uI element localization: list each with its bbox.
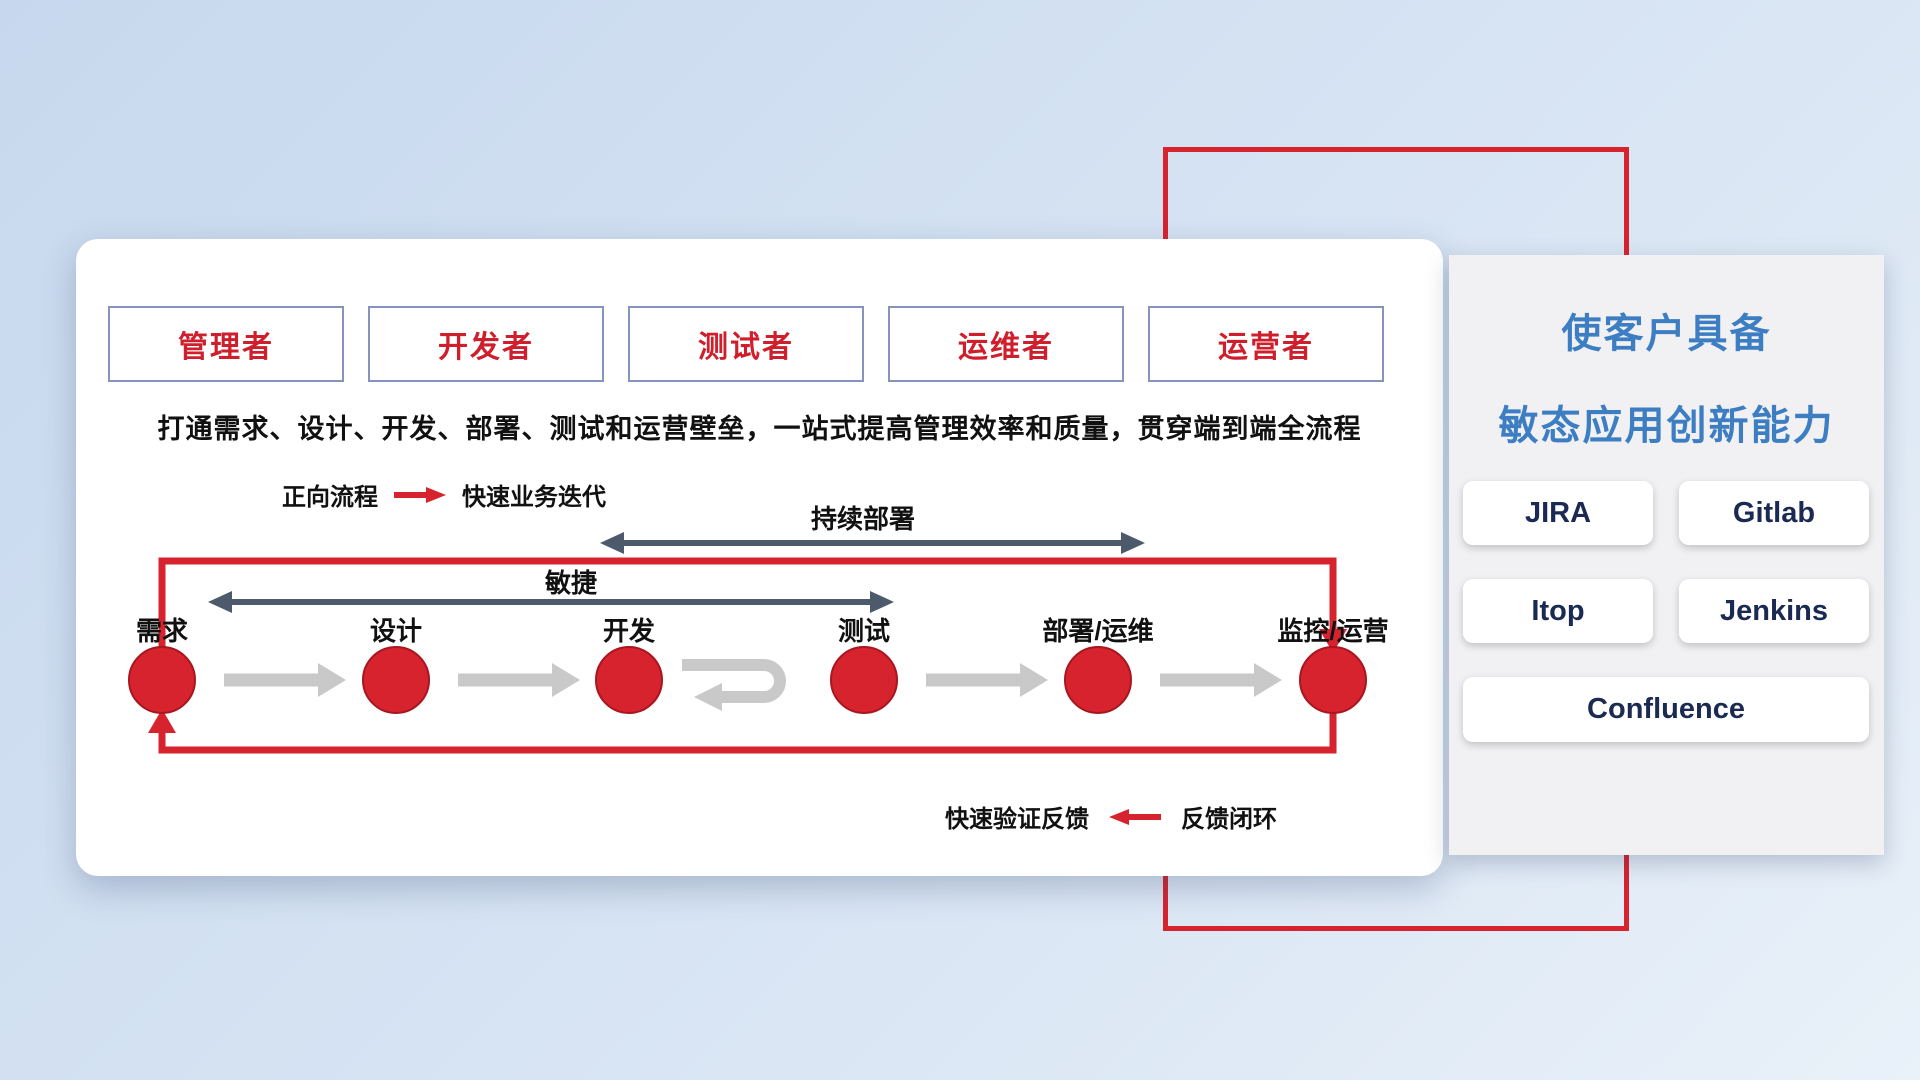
flow-arrow-icon bbox=[1160, 663, 1282, 697]
role-box-operator: 运营者 bbox=[1148, 306, 1384, 382]
role-box-tester: 测试者 bbox=[628, 306, 864, 382]
stage-node-circle bbox=[830, 646, 898, 714]
tool-chip-gitlab: Gitlab bbox=[1679, 481, 1869, 545]
agile-label: 敏捷 bbox=[544, 568, 597, 598]
role-box-manager: 管理者 bbox=[108, 306, 344, 382]
forward-legend-desc: 快速业务迭代 bbox=[462, 484, 606, 511]
headline-text: 打通需求、设计、开发、部署、测试和运营壁垒，一站式提高管理效率和质量，贯穿端到端… bbox=[157, 414, 1362, 444]
role-box-developer: 开发者 bbox=[368, 306, 604, 382]
tool-chip-confluence: Confluence bbox=[1463, 677, 1869, 742]
tool-grid: JIRA Gitlab Itop Jenkins Confluence bbox=[1463, 481, 1870, 742]
panel-title-line1: 使客户具备 bbox=[1561, 312, 1772, 356]
stage-node-circle bbox=[1064, 646, 1132, 714]
forward-arrow-icon bbox=[394, 486, 446, 503]
flow-arrow-icon bbox=[224, 663, 346, 697]
feedback-loop-label: 反馈闭环 bbox=[1181, 806, 1277, 833]
stage-node-circle bbox=[128, 646, 196, 714]
devops-flow-card: 管理者 开发者 测试者 运维者 运营者 打通需求、设计、开发、部署、测试和运营壁… bbox=[76, 239, 1443, 876]
tool-chip-jenkins: Jenkins bbox=[1679, 579, 1869, 643]
flow-arrow-icon bbox=[458, 663, 580, 697]
node-label-deploy-ops: 部署/运维 bbox=[1042, 616, 1154, 646]
tool-chip-jira: JIRA bbox=[1463, 481, 1653, 545]
feedback-text: 快速验证反馈 bbox=[945, 806, 1089, 833]
forward-legend-label: 正向流程 bbox=[282, 484, 378, 511]
node-label-develop: 开发 bbox=[602, 616, 655, 646]
role-box-ops: 运维者 bbox=[888, 306, 1124, 382]
node-label-test: 测试 bbox=[837, 616, 890, 646]
iteration-arrow-icon bbox=[682, 659, 786, 711]
node-label-design: 设计 bbox=[369, 616, 422, 646]
roles-row: 管理者 开发者 测试者 运维者 运营者 bbox=[108, 306, 1384, 382]
continuous-deploy-label: 持续部署 bbox=[810, 504, 915, 534]
stage-node-circle bbox=[362, 646, 430, 714]
stage-node-circle bbox=[595, 646, 663, 714]
feedback-legend: 快速验证反馈 反馈闭环 bbox=[945, 799, 1277, 834]
node-label-requirements: 需求 bbox=[135, 616, 188, 646]
forward-legend: 正向流程 快速业务迭代 bbox=[282, 477, 606, 512]
panel-title-line2: 敏态应用创新能力 bbox=[1498, 404, 1835, 448]
capability-panel: 使客户具备 敏态应用创新能力 JIRA Gitlab Itop Jenkins … bbox=[1449, 255, 1884, 855]
feedback-arrow-icon bbox=[1109, 808, 1161, 825]
node-label-monitor-op: 监控/运营 bbox=[1277, 616, 1389, 646]
tool-chip-itop: Itop bbox=[1463, 579, 1653, 643]
flow-arrow-icon bbox=[926, 663, 1048, 697]
red-loop-feedback-line bbox=[148, 699, 1337, 754]
stage-node-circle bbox=[1299, 646, 1367, 714]
